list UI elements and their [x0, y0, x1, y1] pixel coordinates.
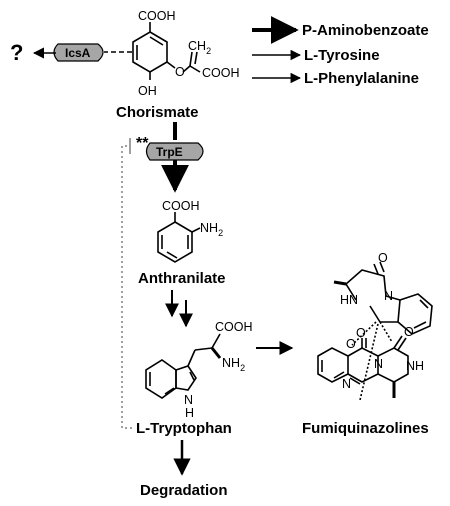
ch2-subscript: 2	[206, 46, 211, 56]
fumi-ring-n-mid: N	[374, 357, 383, 371]
icsa-label: IcsA	[65, 46, 91, 60]
fumi-hn: HN	[340, 293, 358, 307]
fumi-bridge-o: O	[346, 337, 356, 351]
fumi-nh: NH	[406, 359, 424, 373]
chorismate-side-cooh: COOH	[202, 66, 240, 80]
tryptophan-indole-h: H	[185, 406, 194, 420]
ch2-text: CH	[188, 39, 206, 53]
fumi-ring-n-top: N	[384, 289, 393, 303]
trpe-label: TrpE	[156, 145, 183, 159]
chorismate-label: Chorismate	[116, 104, 199, 121]
trpe-enzyme: TrpE	[145, 142, 204, 161]
fumiquinazoline-structure	[317, 261, 433, 401]
tryptophan-structure	[145, 333, 222, 399]
trpe-mutation-mark: **	[136, 135, 149, 152]
fumi-quin-o: O	[356, 326, 366, 340]
tryptophan-indole-nh: N	[184, 393, 193, 407]
anthranilate-label: Anthranilate	[138, 270, 226, 287]
chorismate-oh: OH	[138, 84, 157, 98]
anthranilate-nh2: NH2	[200, 221, 223, 238]
fumi-ring-n-bottom: N	[342, 377, 351, 391]
nh2-subscript: 2	[218, 228, 223, 238]
unknown-product-mark: ?	[10, 40, 23, 65]
trp-nh2-text: NH	[222, 356, 240, 370]
chorismate-structure	[132, 22, 201, 80]
tryptophan-feedback-line	[121, 145, 132, 429]
chorismate-ch2: CH2	[188, 39, 211, 56]
tryptophan-cooh: COOH	[215, 320, 253, 334]
fumi-pip-o: O	[404, 325, 414, 339]
phenylalanine-label: L-Phenylalanine	[304, 70, 419, 87]
tryptophan-label: L-Tryptophan	[136, 420, 232, 437]
chorismate-ether-o: O	[175, 65, 185, 79]
icsa-enzyme: IcsA	[53, 43, 104, 62]
trp-nh2-subscript: 2	[240, 363, 245, 373]
anthranilate-structure	[157, 212, 201, 263]
nh2-text: NH	[200, 221, 218, 235]
chorismate-cooh: COOH	[138, 9, 176, 23]
tyrosine-label: L-Tyrosine	[304, 47, 380, 64]
degradation-label: Degradation	[140, 482, 228, 499]
anthranilate-cooh: COOH	[162, 199, 200, 213]
fumiquinazolines-label: Fumiquinazolines	[302, 420, 429, 437]
tryptophan-nh2: NH2	[222, 356, 245, 373]
paba-label: P-Aminobenzoate	[302, 22, 429, 39]
fumi-top-o: O	[378, 251, 388, 265]
